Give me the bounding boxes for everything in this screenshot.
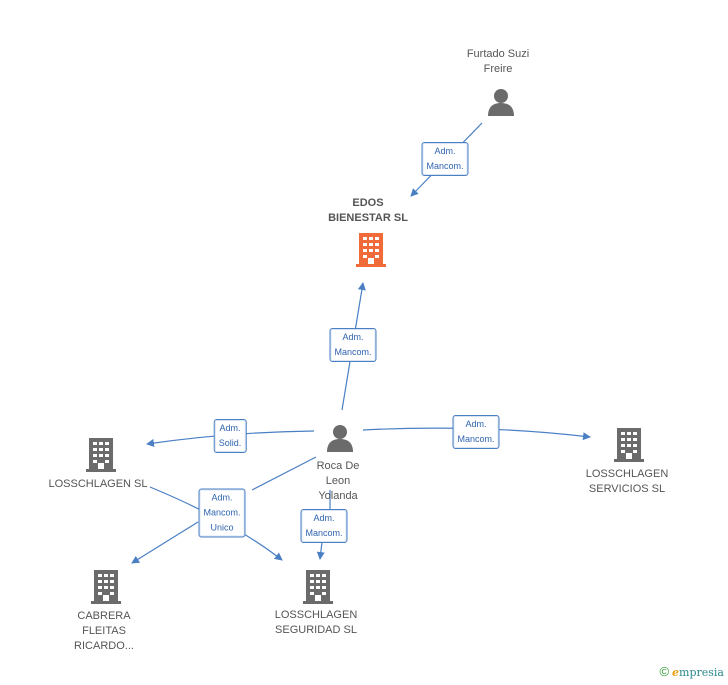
edge-roca-seguridad bbox=[320, 490, 331, 559]
losschlagen-servicios-building-icon[interactable] bbox=[613, 427, 645, 463]
edge-label-roca-edos[interactable]: Adm. Mancom. bbox=[329, 328, 377, 362]
losschlagen-building-icon[interactable] bbox=[85, 437, 117, 473]
edge-label-roca-servicios[interactable]: Adm. Mancom. bbox=[452, 415, 500, 449]
edos-building-icon[interactable] bbox=[355, 232, 387, 268]
label-line: CABRERA bbox=[77, 610, 131, 622]
edge-label-losschlagen-group[interactable]: Adm. Mancom. Unico bbox=[198, 488, 246, 538]
cabrera-building-icon[interactable] bbox=[90, 569, 122, 605]
edge-label-line: Adm. bbox=[465, 419, 487, 429]
label-line: LOSSCHLAGEN bbox=[585, 468, 669, 480]
edge-label-line: Adm. bbox=[313, 513, 335, 523]
label-line: Furtado Suzi bbox=[466, 48, 530, 60]
label-line: FLEITAS bbox=[82, 625, 126, 637]
cabrera-label[interactable]: CABRERA FLEITAS RICARDO... bbox=[74, 609, 134, 654]
label-line: LOSSCHLAGEN SL bbox=[48, 478, 148, 490]
losschlagen-label[interactable]: LOSSCHLAGEN SL bbox=[48, 477, 147, 492]
edge-label-line: Unico bbox=[210, 522, 234, 533]
edge-group-cabrera bbox=[131, 521, 199, 564]
edge-label-line: Adm. bbox=[211, 492, 233, 503]
edge-label-roca-losschlagen[interactable]: Adm. Solid. bbox=[213, 419, 247, 453]
losschlagen-seguridad-building-icon[interactable] bbox=[302, 569, 334, 605]
edge-label-line: Adm. bbox=[342, 332, 364, 342]
edge-label-line: Adm. bbox=[219, 423, 241, 433]
edge-label-line: Mancom. bbox=[334, 347, 372, 357]
furtado-person-icon[interactable] bbox=[486, 87, 516, 117]
edge-label-furtado-edos[interactable]: Adm. Mancom. bbox=[421, 142, 469, 176]
edge-label-line: Mancom. bbox=[426, 161, 464, 171]
edge-label-line: Mancom. bbox=[305, 528, 343, 538]
label-line: SERVICIOS SL bbox=[588, 483, 666, 495]
edge-label-line: Mancom. bbox=[457, 434, 495, 444]
label-line: BIENESTAR SL bbox=[328, 212, 408, 224]
label-line: LOSSCHLAGEN bbox=[274, 609, 358, 621]
label-line: SEGURIDAD SL bbox=[275, 624, 357, 636]
brand-footer[interactable]: ©empresia bbox=[659, 664, 724, 679]
copyright-icon: © bbox=[659, 664, 670, 679]
losschlagen-servicios-label[interactable]: LOSSCHLAGEN SERVICIOS SL bbox=[586, 467, 669, 497]
label-line: Leon bbox=[325, 475, 351, 487]
losschlagen-seguridad-label[interactable]: LOSSCHLAGEN SEGURIDAD SL bbox=[275, 608, 358, 638]
label-line: EDOS bbox=[352, 197, 384, 209]
edge-label-line: Mancom. bbox=[203, 507, 241, 518]
label-line: Yolanda bbox=[318, 490, 358, 502]
brand-logo-e: e bbox=[672, 666, 680, 679]
edge-label-roca-seguridad[interactable]: Adm. Mancom. bbox=[300, 509, 348, 543]
edge-label-line: Adm. bbox=[434, 146, 456, 156]
edge-roca-group bbox=[251, 456, 317, 491]
roca-label[interactable]: Roca De Leon Yolanda bbox=[317, 459, 360, 504]
edos-label[interactable]: EDOS BIENESTAR SL bbox=[328, 196, 408, 226]
roca-person-icon[interactable] bbox=[325, 423, 355, 453]
label-line: Freire bbox=[483, 63, 513, 75]
edge-label-line: Solid. bbox=[218, 438, 242, 448]
label-line: RICARDO... bbox=[74, 640, 134, 652]
label-line: Roca De bbox=[316, 460, 360, 472]
brand-logo-text: mpresia bbox=[679, 666, 724, 679]
furtado-label[interactable]: Furtado Suzi Freire bbox=[467, 47, 529, 77]
